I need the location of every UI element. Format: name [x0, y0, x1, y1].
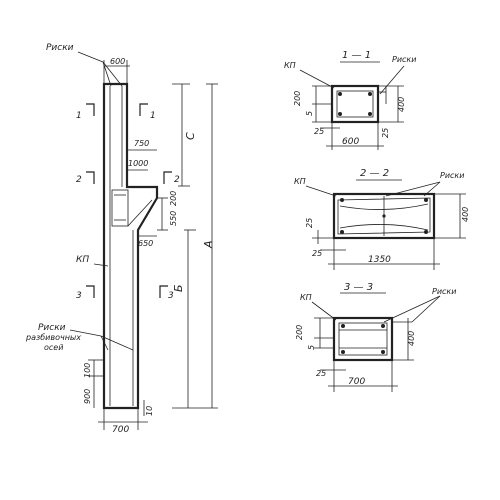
section-2-label-kp: КП — [294, 177, 306, 186]
dim-b: Б — [172, 284, 185, 292]
dim-900: 900 — [83, 389, 92, 404]
section-2-label-riski: Риски — [440, 171, 464, 180]
section-3-dim-400: 400 — [407, 331, 416, 346]
section-1-1 — [299, 61, 405, 150]
section-mark-1-left: 1 — [76, 111, 82, 121]
dim-bottom-width: 700 — [112, 425, 129, 435]
dim-c: С — [184, 132, 197, 140]
section-2-2 — [305, 179, 466, 270]
section-mark-3-left: 3 — [76, 291, 82, 301]
section-3-title: 3 — 3 — [344, 282, 373, 293]
dim-100: 100 — [83, 363, 92, 378]
dim-550: 550 — [169, 211, 178, 226]
dim-200: 200 — [169, 191, 178, 206]
section-1-dim-25-right: 25 — [381, 128, 390, 138]
dim-top-width: 600 — [110, 57, 125, 66]
section-2-dim-400: 400 — [461, 207, 470, 222]
section-mark-1-right: 1 — [150, 111, 156, 121]
label-riski-axes-2: разбивочных — [25, 333, 81, 342]
section-1-label-riski: Риски — [392, 55, 416, 64]
section-mark-2-left: 2 — [76, 175, 82, 185]
section-1-dim-width: 600 — [342, 137, 359, 147]
section-3-dim-width: 700 — [348, 377, 365, 387]
dim-1000: 1000 — [128, 159, 148, 168]
label-riski-axes-1: Риски — [38, 323, 66, 333]
section-1-label-kp: КП — [284, 61, 296, 70]
section-3-label-kp: КП — [300, 293, 312, 302]
dim-750: 750 — [134, 139, 149, 148]
section-1-dim-25-left: 25 — [314, 127, 324, 136]
section-2-dim-width: 1350 — [368, 255, 391, 265]
column-elevation — [69, 51, 218, 430]
section-3-dim-200: 200 — [295, 325, 304, 340]
section-3-3 — [311, 292, 441, 392]
section-3-dim-5: 5 — [307, 345, 316, 350]
section-1-dim-5: 5 — [305, 111, 314, 116]
section-1-title: 1 — 1 — [342, 50, 371, 61]
dim-10: 10 — [145, 406, 154, 416]
label-riski-axes-3: осей — [44, 343, 63, 352]
label-riski-top: Риски — [46, 43, 74, 53]
section-1-dim-400: 400 — [397, 97, 406, 112]
section-3-dim-25: 25 — [316, 369, 326, 378]
section-1-dim-200: 200 — [293, 91, 302, 106]
section-3-label-riski: Риски — [432, 287, 456, 296]
section-2-title: 2 — 2 — [360, 168, 389, 179]
section-2-dim-25: 25 — [305, 218, 314, 228]
dim-650: 650 — [138, 239, 153, 248]
section-mark-3-right: 3 — [168, 291, 174, 301]
section-mark-2-right: 2 — [174, 175, 180, 185]
dim-a: А — [202, 240, 215, 249]
label-kp: КП — [76, 255, 89, 265]
section-2-dim-25-bottom: 25 — [312, 249, 322, 258]
